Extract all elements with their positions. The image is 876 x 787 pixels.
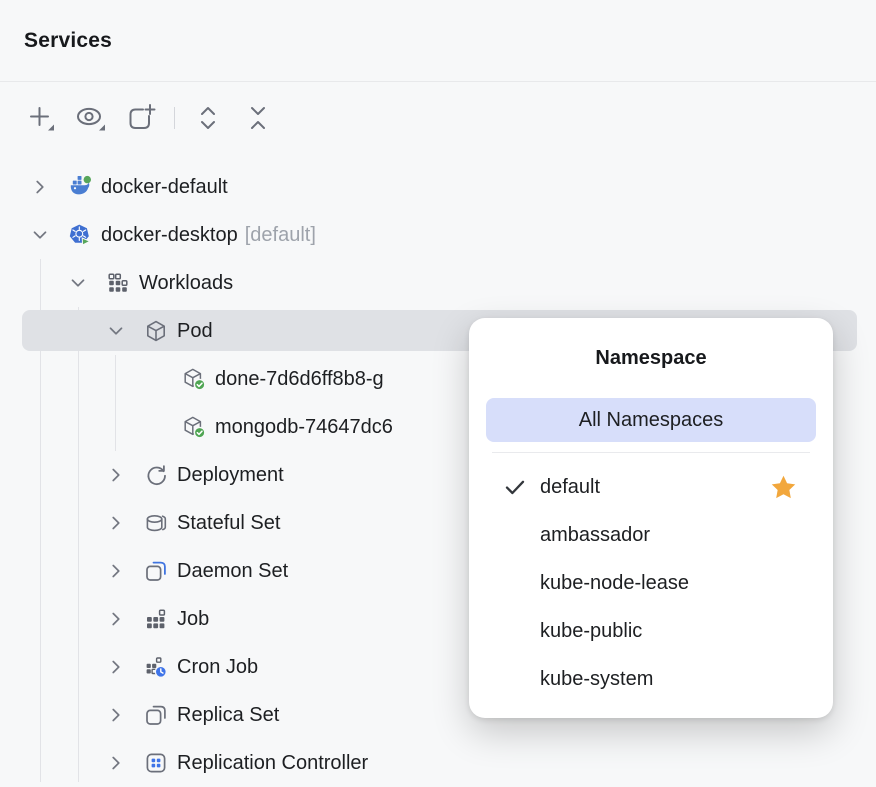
collapse-all-icon <box>251 107 265 129</box>
chevron-down-icon[interactable] <box>64 269 92 297</box>
tree-row-suffix: [default] <box>244 223 316 246</box>
job-icon <box>144 607 168 631</box>
chevron-spacer <box>140 365 168 393</box>
namespace-item-kube-node-lease[interactable]: kube-node-lease <box>469 559 833 607</box>
chevron-down-icon[interactable] <box>102 317 130 345</box>
services-panel-header: Services <box>0 0 876 82</box>
tree-row-cron-job[interactable]: Cron Job <box>0 643 876 691</box>
check-spacer <box>503 523 527 547</box>
tree-row-label: Stateful Set <box>177 511 281 534</box>
tree-row-replica-set[interactable]: Replica Set <box>0 691 876 739</box>
add-service-button[interactable] <box>24 101 58 135</box>
cron-job-icon <box>144 655 168 679</box>
tree-row-label: Deployment <box>177 463 284 486</box>
tree-row-replication-controller[interactable]: Replication Controller <box>0 739 876 787</box>
tree-row-label: Cron Job <box>177 655 259 678</box>
check-spacer <box>503 571 527 595</box>
tree-row-label: Job <box>177 607 210 630</box>
tree-row-workloads[interactable]: Workloads <box>0 259 876 307</box>
chevron-right-icon[interactable] <box>102 509 130 537</box>
chevron-right-icon[interactable] <box>102 461 130 489</box>
replication-controller-icon <box>144 751 168 775</box>
popup-divider <box>492 452 810 453</box>
check-spacer <box>503 619 527 643</box>
chevron-right-icon[interactable] <box>102 701 130 729</box>
deployment-icon <box>144 463 168 487</box>
namespace-label: default <box>540 475 601 498</box>
chevron-right-icon[interactable] <box>102 605 130 633</box>
tree-row-label: Replication Controller <box>177 751 369 774</box>
namespace-item-kube-system[interactable]: kube-system <box>469 655 833 703</box>
tree-row-deployment[interactable]: Deployment <box>0 451 876 499</box>
tree-row-label: docker-desktop <box>101 223 238 246</box>
namespace-label: ambassador <box>540 523 651 546</box>
stateful-set-icon <box>144 511 168 535</box>
tree-row-pod-mongodb[interactable]: mongodb-74647dc6 <box>0 403 876 451</box>
services-toolbar <box>0 96 876 140</box>
tree-row-pod-done[interactable]: done-7d6d6ff8b8-g <box>0 355 876 403</box>
page-title: Services <box>24 28 113 52</box>
all-namespaces-option[interactable]: All Namespaces <box>486 398 816 442</box>
toolbar-separator <box>174 107 175 129</box>
chevron-right-icon[interactable] <box>102 557 130 585</box>
kubernetes-icon <box>68 223 92 247</box>
tree-row-label: Workloads <box>139 271 234 294</box>
plus-dropdown-icon <box>30 107 54 131</box>
add-tab-button[interactable] <box>124 101 158 135</box>
show-options-button[interactable] <box>74 101 108 135</box>
expand-all-icon <box>201 107 215 129</box>
namespace-list: default ambassador kube-node-lease kube-… <box>469 463 833 703</box>
namespace-label: kube-public <box>540 619 643 642</box>
tree-row-label: docker-default <box>101 175 228 198</box>
namespace-item-default[interactable]: default <box>469 463 833 511</box>
tree-row-label: Daemon Set <box>177 559 289 582</box>
tree-row-label: Replica Set <box>177 703 280 726</box>
chevron-spacer <box>140 413 168 441</box>
chevron-right-icon[interactable] <box>26 173 54 201</box>
chevron-down-icon[interactable] <box>26 221 54 249</box>
eye-dropdown-icon <box>77 107 105 131</box>
namespace-label: kube-system <box>540 667 654 690</box>
indent-guide <box>78 307 79 782</box>
namespace-popup: Namespace All Namespaces default ambassa… <box>469 318 833 718</box>
namespace-item-ambassador[interactable]: ambassador <box>469 511 833 559</box>
namespace-label: kube-node-lease <box>540 571 689 594</box>
tree-row-label: Pod <box>177 319 213 342</box>
indent-guide <box>115 355 116 451</box>
pod-icon <box>144 319 168 343</box>
pod-running-icon <box>182 415 206 439</box>
daemon-set-icon <box>144 559 168 583</box>
pod-running-icon <box>182 367 206 391</box>
namespace-item-kube-public[interactable]: kube-public <box>469 607 833 655</box>
namespace-popup-title: Namespace <box>595 346 707 369</box>
tree-row-docker-default[interactable]: docker-default <box>0 163 876 211</box>
star-icon[interactable] <box>770 474 797 501</box>
expand-all-button[interactable] <box>191 101 225 135</box>
tree-row-daemon-set[interactable]: Daemon Set <box>0 547 876 595</box>
chevron-right-icon[interactable] <box>102 749 130 777</box>
square-plus-icon <box>129 104 156 129</box>
tree-row-label: mongodb-74647dc6 <box>215 415 393 438</box>
services-tree: docker-default docker-desktop [default] <box>0 163 876 782</box>
tree-row-stateful-set[interactable]: Stateful Set <box>0 499 876 547</box>
chevron-right-icon[interactable] <box>102 653 130 681</box>
docker-icon <box>68 175 92 199</box>
tree-row-docker-desktop[interactable]: docker-desktop [default] <box>0 211 876 259</box>
indent-guide <box>40 259 41 782</box>
collapse-all-button[interactable] <box>241 101 275 135</box>
workloads-icon <box>106 271 130 295</box>
tree-row-job[interactable]: Job <box>0 595 876 643</box>
check-spacer <box>503 667 527 691</box>
replica-set-icon <box>144 703 168 727</box>
checkmark-icon <box>503 475 527 499</box>
all-namespaces-label: All Namespaces <box>578 408 724 431</box>
tree-row-label: done-7d6d6ff8b8-g <box>215 367 384 390</box>
